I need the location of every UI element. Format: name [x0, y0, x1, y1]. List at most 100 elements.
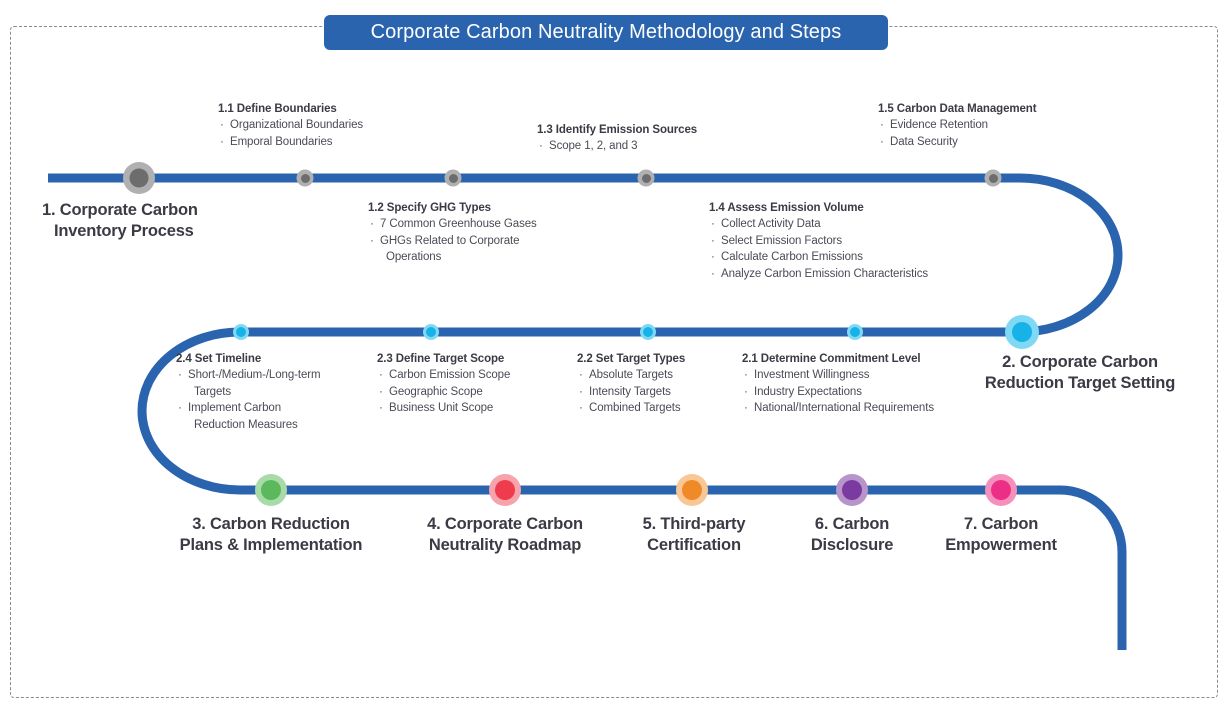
node-stage-7	[985, 474, 1017, 506]
substep-item: ·Business Unit Scope	[377, 400, 510, 417]
node-core	[129, 168, 149, 188]
node-stage-6	[836, 474, 868, 506]
bullet-glyph: ·	[379, 369, 383, 381]
substep-item-text: Targets	[194, 385, 232, 398]
bullet-glyph: ·	[744, 385, 748, 398]
substep-item-text: Collect Activity Data	[721, 218, 821, 230]
substep-item: Reduction Measures	[176, 417, 320, 434]
substep-item-text: Calculate Carbon Emissions	[721, 251, 863, 263]
substep-item-text: Carbon Emission Scope	[389, 369, 511, 381]
substep-heading: 2.2 Set Target Types	[577, 353, 686, 365]
substep-item: · Industry Expectations	[742, 384, 934, 401]
node-stage-1	[123, 162, 155, 194]
node-core	[236, 327, 246, 337]
bullet-glyph: ·	[711, 251, 715, 263]
substep-item-text: Absolute Targets	[589, 369, 673, 381]
substep-item: Operations	[368, 249, 537, 266]
node-step-2-3	[423, 324, 439, 340]
stage-label-4-line1: 4. Corporate Carbon	[427, 515, 583, 533]
substep-item: ·Combined Targets	[577, 400, 685, 417]
node-step-2-2	[640, 324, 656, 340]
bullet-glyph: ·	[220, 119, 224, 131]
node-stage-5	[676, 474, 708, 506]
node-step-1-4	[984, 169, 1002, 187]
stage-label-4: 4. Corporate Carbon Neutrality Roadmap	[398, 514, 612, 556]
substep-1-1: 1.1 Define Boundaries ·Organizational Bo…	[218, 103, 363, 150]
stage-label-5: 5. Third-party Certification	[620, 514, 768, 556]
stage-label-6-line2: Disclosure	[810, 536, 894, 554]
stage-label-3: 3. Carbon Reduction Plans & Implementati…	[151, 514, 391, 556]
bullet-glyph: ·	[711, 218, 715, 230]
substep-item-text: Industry Expectations	[754, 385, 862, 398]
substep-item-text: Operations	[386, 251, 442, 263]
stage-label-1-line1: 1. Corporate Carbon	[42, 201, 198, 219]
bullet-glyph: ·	[379, 402, 383, 414]
substep-heading: 2.4 Set Timeline	[176, 353, 262, 365]
bullet-glyph: ·	[220, 135, 224, 148]
substep-item-text: Analyze Carbon Emission Characteristics	[721, 267, 929, 280]
substep-2-1: 2.1 Determine Commitment Level · Investme…	[742, 353, 934, 417]
substep-heading: 1.5 Carbon Data Management	[878, 103, 1037, 115]
stage-label-7-line1: 7. Carbon	[963, 515, 1039, 533]
substep-item: ·National/International Requirements	[742, 400, 934, 417]
substep-item: Targets	[176, 384, 320, 401]
node-core	[643, 327, 653, 337]
substep-heading: 2.3 Define Target Scope	[377, 353, 505, 365]
substep-2-2: 2.2 Set Target Types · Absolute Targets ·…	[577, 353, 685, 417]
stage-label-5-line1: 5. Third-party	[642, 515, 746, 533]
stage-label-3-line2: Plans & Implementation	[179, 536, 363, 554]
substep-item: ·Select Emission Factors	[709, 233, 928, 250]
node-core	[682, 480, 702, 500]
substep-item: ·Geographic Scope	[377, 384, 510, 401]
substep-item: · Calculate Carbon Emissions	[709, 249, 928, 266]
substep-1-4: 1.4 Assess Emission Volume ·Collect Acti…	[709, 202, 928, 282]
page-title-text: Corporate Carbon Neutrality Methodology …	[370, 21, 842, 43]
substep-item: · Implement Carbon	[176, 400, 320, 417]
substep-item-text: Combined Targets	[589, 402, 681, 414]
node-step-1-1	[296, 169, 314, 187]
node-core	[988, 173, 998, 183]
stage-label-7-line2: Empowerment	[945, 536, 1057, 554]
substep-item: ·Short-/Medium-/Long-term	[176, 367, 321, 384]
node-core	[1012, 322, 1032, 342]
substep-item: ·Data Security	[878, 134, 1036, 151]
bullet-glyph: ·	[539, 140, 543, 152]
bullet-glyph: ·	[880, 119, 884, 131]
substep-item: ·Intensity Targets	[577, 384, 685, 401]
substep-1-3: 1.3 Identify Emission Sources · Scope 1, …	[537, 124, 697, 155]
substep-item-text: Intensity Targets	[589, 385, 671, 398]
substep-item-text: Select Emission Factors	[721, 234, 843, 247]
stage-label-1: 1. Corporate Carbon Inventory Process	[42, 200, 272, 242]
substep-1-5: 1.5 Carbon Data Management ·Evidence Ret…	[878, 103, 1037, 151]
node-core	[448, 173, 458, 183]
bullet-glyph: ·	[178, 402, 182, 414]
bullet-glyph: ·	[880, 135, 884, 148]
stage-label-2-line1: 2. Corporate Carbon	[1002, 353, 1158, 371]
substep-heading: 1.2 Specify GHG Types	[368, 202, 491, 214]
substep-item: · Carbon Emission Scope	[377, 367, 510, 384]
substep-item-text: Investment Willingness	[754, 369, 870, 381]
node-stage-2	[1005, 315, 1039, 349]
node-step-2-4	[233, 324, 249, 340]
substep-item-text: GHGs Related to Corporate	[380, 234, 520, 247]
bullet-glyph: ·	[579, 369, 583, 381]
substep-item-text: Scope 1, 2, and 3	[549, 140, 638, 152]
substep-item-text: National/International Requirements	[754, 402, 934, 414]
stage-label-6: 6. Carbon Disclosure	[784, 514, 920, 556]
substep-item-text: Implement Carbon	[188, 402, 281, 414]
node-core	[850, 327, 860, 337]
stage-label-7: 7. Carbon Empowerment	[925, 514, 1077, 556]
substep-heading: 1.3 Identify Emission Sources	[537, 124, 698, 136]
stage-label-4-line2: Neutrality Roadmap	[428, 536, 582, 554]
substep-heading: 2.1 Determine Commitment Level	[742, 353, 921, 365]
substep-1-2: 1.2 Specify GHG Types ·7 Common Greenhou…	[368, 202, 537, 266]
node-step-2-1	[847, 324, 863, 340]
node-step-1-2	[444, 169, 462, 187]
stage-label-3-line1: 3. Carbon Reduction	[192, 515, 350, 533]
node-stage-4	[489, 474, 521, 506]
substep-item: ·GHGs Related to Corporate	[368, 233, 537, 250]
substep-item: · Scope 1, 2, and 3	[537, 138, 697, 155]
substep-item-text: Reduction Measures	[194, 418, 298, 431]
stage-label-2-line2: Reduction Target Setting	[984, 374, 1176, 392]
